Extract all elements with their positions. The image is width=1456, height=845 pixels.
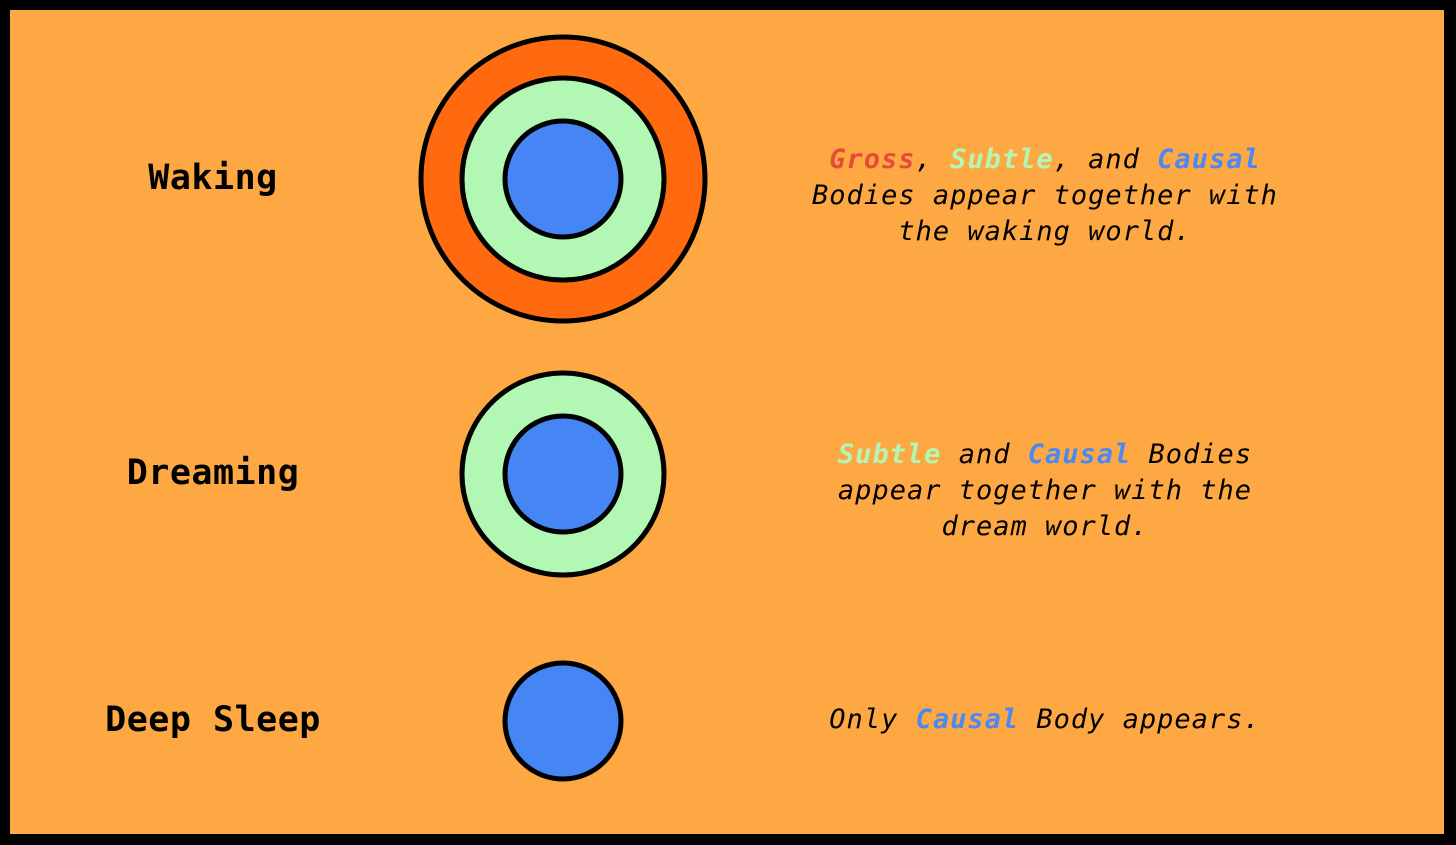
causal-body-circle <box>502 118 624 240</box>
causal-body-circle <box>502 413 624 535</box>
deep-sleep-bodies <box>502 660 624 782</box>
dreaming-description-line-3: dream world. <box>941 511 1149 542</box>
dreaming-description: Subtle and Causal Bodies appear together… <box>780 437 1310 545</box>
state-label-dreaming: Dreaming <box>126 453 300 493</box>
causal-body-circle <box>502 660 624 782</box>
description-text: Bodies <box>1131 439 1253 470</box>
dreaming-description-line-1: Subtle and Causal Bodies <box>780 437 1310 473</box>
deep-sleep-description-line-1: Only Causal Body appears. <box>780 702 1310 738</box>
waking-description: Gross, Subtle, and Causal Bodies appear … <box>780 142 1310 250</box>
dreaming-bodies <box>459 370 667 578</box>
gross-word: Gross <box>829 144 916 175</box>
waking-description-line-1: Gross, Subtle, and Causal <box>780 142 1310 178</box>
waking-description-line-3: the waking world. <box>898 216 1192 247</box>
causal-word: Causal <box>1157 144 1261 175</box>
waking-bodies <box>418 34 708 324</box>
separator-text: , and <box>1053 144 1158 175</box>
state-label-deep-sleep: Deep Sleep <box>105 700 321 740</box>
description-text: Body appears. <box>1019 704 1261 735</box>
diagram-frame <box>10 10 1444 834</box>
description-text: Only <box>829 704 916 735</box>
causal-word: Causal <box>1027 439 1132 470</box>
causal-word: Causal <box>915 704 1020 735</box>
waking-description-line-2: Bodies appear together with <box>812 180 1278 211</box>
subtle-word: Subtle <box>950 144 1054 175</box>
separator-text: and <box>941 439 1028 470</box>
subtle-word: Subtle <box>837 439 942 470</box>
dreaming-description-line-2: appear together with the <box>837 475 1253 506</box>
bodies-diagram <box>418 34 708 782</box>
separator-text: , <box>915 144 951 175</box>
state-label-waking: Waking <box>148 158 278 198</box>
deep-sleep-description: Only Causal Body appears. <box>780 702 1310 738</box>
